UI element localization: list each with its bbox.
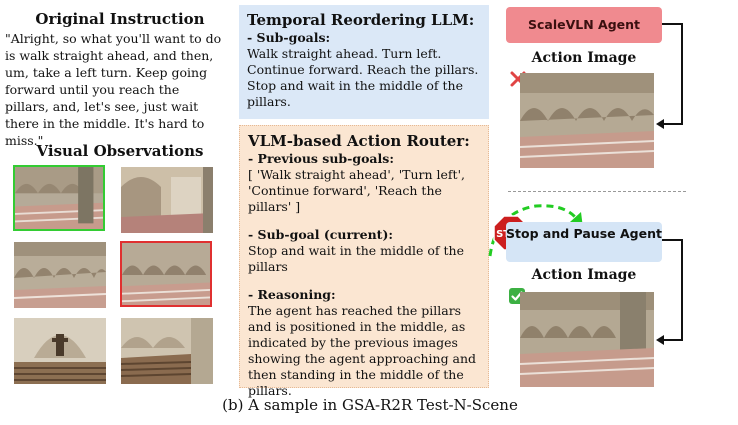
prev-subgoals-text: [ 'Walk straight ahead', 'Turn left', 'C… [248,167,465,214]
action-image-2 [520,292,654,387]
dashed-divider [508,191,686,192]
temporal-reordering-panel: Temporal Reordering LLM: - Sub-goals: Wa… [239,5,489,119]
action-router-panel: VLM-based Action Router: - Previous sub-… [239,125,489,398]
action-image-1 [520,73,654,168]
scalevln-agent-box: ScaleVLN Agent [506,7,662,43]
action-image-label-1: Action Image [531,50,637,66]
connector-arrow-1 [656,23,683,129]
observation-image-4 [120,241,212,307]
observations-title: Visual Observations [36,142,204,160]
current-subgoal-label: - Sub-goal (current): [248,227,393,242]
current-subgoal-text: Stop and wait in the middle of the pilla… [248,243,464,274]
observation-image-1 [13,165,105,231]
instruction-text: "Alright, so what you'll want to do is w… [5,31,222,148]
reasoning-text: The agent has reached the pillars and is… [248,303,477,398]
instruction-title: Original Instruction [35,10,205,28]
router-title: VLM-based Action Router: [248,132,470,150]
observation-image-2 [121,167,213,233]
prev-subgoals-label: - Previous sub-goals: [248,151,394,166]
stop-and-pause-agent-box: Stop and Pause Agent [506,222,662,262]
action-image-label-2: Action Image [531,267,637,283]
observation-image-6 [121,318,213,384]
reasoning-label: - Reasoning: [248,287,336,302]
figure-caption: (b) A sample in GSA-R2R Test-N-Scene [222,396,518,414]
connector-arrow-2 [656,239,683,345]
subgoals-label: - Sub-goals: [247,30,331,45]
observation-image-5 [14,318,106,384]
subgoals-text: Walk straight ahead. Turn left. Continue… [247,46,479,109]
observation-image-3 [14,242,106,308]
reorder-title: Temporal Reordering LLM: [247,11,475,29]
